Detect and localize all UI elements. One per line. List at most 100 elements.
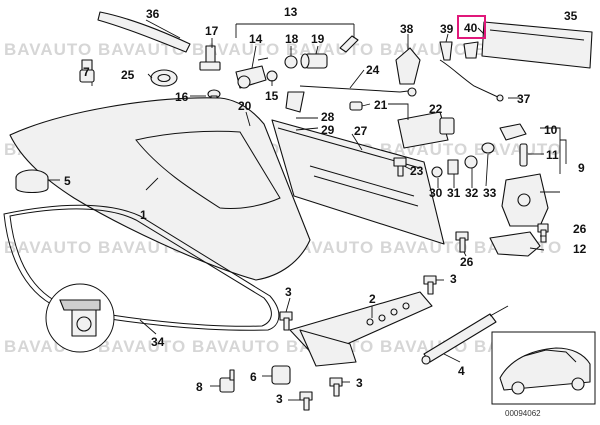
watermark: BAVAUTO [192,337,280,356]
callout-13: 13 [284,5,298,19]
seal-inner [9,208,272,327]
callout-3: 3 [276,392,283,406]
callout-26: 26 [460,255,474,269]
seal-part [3,204,280,331]
callout-9: 9 [578,161,585,175]
callout-17: 17 [205,24,219,38]
rod-part [299,85,417,93]
bolt-part [455,231,469,253]
callout-24: 24 [366,63,380,77]
callout-33: 33 [483,186,497,200]
watermark: BAVAUTO [192,40,280,59]
watermark: BAVAUTO [380,140,468,159]
watermark: BAVAUTO [286,40,374,59]
watermark: BAVAUTO [98,337,186,356]
callout-1: 1 [140,208,147,222]
callout-20: 20 [238,99,252,113]
trunk-lid-part [9,97,311,281]
striker-part [489,231,541,257]
spacer-part [447,159,459,175]
callout-12: 12 [573,242,587,256]
callout-5: 5 [64,174,71,188]
callout-3: 3 [450,272,457,286]
pin-part [219,369,235,393]
bolt-part [329,377,343,397]
highlight-box [457,15,486,39]
clip-part [439,41,453,61]
callout-4: 4 [458,364,465,378]
callout-26: 26 [573,222,587,236]
cylinder-part [300,53,328,69]
callout-22: 22 [429,102,443,116]
cover-strip-part [97,11,191,53]
rubber-bush-part [271,365,291,385]
vehicle-thumbnail [491,331,596,405]
bolt-part [299,391,313,411]
key-part [339,35,359,53]
reference-number: 00094062 [505,409,541,418]
ring-part [266,70,278,82]
callout-35: 35 [564,9,578,23]
callout-23: 23 [410,164,424,178]
rubber-buffer-part [15,169,49,194]
seal-section-inset [45,283,115,353]
callout-3: 3 [356,376,363,390]
watermark: BAVAUTO [380,40,468,59]
callout-39: 39 [440,22,454,36]
callout-labels: 36 13 17 14 18 19 38 39 40 35 25 24 16 2… [64,5,587,406]
trim-panel-part [271,119,445,245]
bump-stop-part [79,59,95,83]
small-clip-part [463,41,479,59]
callout-29: 29 [321,123,335,137]
callout-30: 30 [429,186,443,200]
callout-25: 25 [121,68,135,82]
watermark: BAVAUTO [380,238,468,257]
bolt-part [423,275,437,295]
bracket-part [499,123,527,141]
lock-latch-part [501,173,549,227]
pin-part [349,101,363,111]
callout-31: 31 [447,186,461,200]
callout-15: 15 [265,89,279,103]
grommet-part [481,142,495,154]
lock-cylinder-part [235,57,269,89]
pin-rod-part [519,143,528,167]
callout-6: 6 [250,370,257,384]
callout-40: 40 [464,21,478,35]
watermark: BAVAUTO [4,40,92,59]
callout-2: 2 [369,292,376,306]
callout-14: 14 [249,32,263,46]
callout-36: 36 [146,7,160,21]
washer-part [464,155,478,169]
watermark: BAVAUTO [98,40,186,59]
bolt-part [199,45,221,71]
cable-part [439,59,501,99]
callout-21: 21 [374,98,388,112]
callout-16: 16 [175,90,189,104]
callout-8: 8 [196,380,203,394]
gas-strut-part [421,305,509,365]
screw-part [393,157,407,177]
nut-part [431,166,443,178]
callout-7: 7 [83,65,90,79]
callout-32: 32 [465,186,479,200]
callout-3: 3 [285,285,292,299]
callout-37: 37 [517,92,531,106]
callout-19: 19 [311,32,325,46]
callout-11: 11 [546,148,559,162]
leader-lines [48,19,567,401]
inner-trim-panel-part [285,91,305,113]
callout-28: 28 [321,110,335,124]
callout-38: 38 [400,22,414,36]
callout-10: 10 [544,123,558,137]
callout-18: 18 [285,32,299,46]
license-trim-part [481,21,593,69]
bolt-part [279,311,293,331]
callout-34: 34 [151,335,165,349]
washer-part [284,55,298,69]
actuator-part [397,111,455,149]
watermark: BAVAUTO [4,238,92,257]
callout-27: 27 [354,124,368,138]
